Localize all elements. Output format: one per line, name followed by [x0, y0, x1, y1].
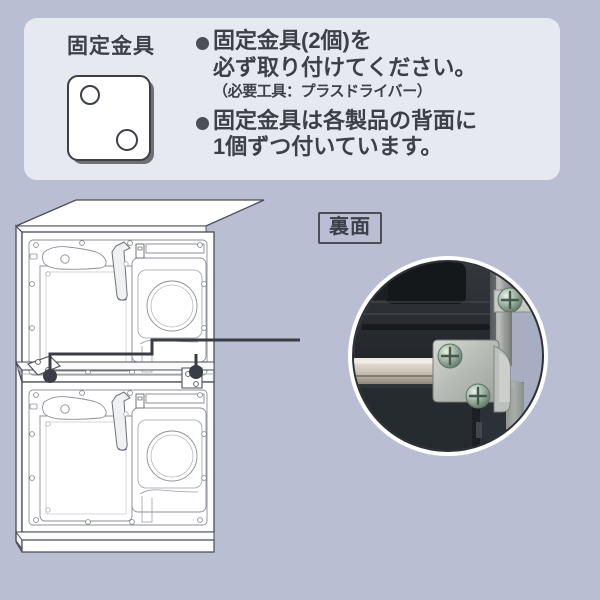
- detail-circle-inner-border: [352, 260, 544, 452]
- instruction-bullet-2: 固定金具は各製品の背面に 1個ずつ付いています。: [196, 108, 554, 162]
- info-panel: 固定金具 固定金具(2個)を 必ず取り付けてください。 （必要工具：プラスドライ…: [24, 18, 560, 180]
- rear-view-label: 裏面: [329, 216, 371, 238]
- bracket-label: 固定金具: [67, 35, 155, 58]
- bullet-2-line-2: 1個ずつ付いています。: [213, 134, 443, 160]
- bullet-1-line-2: 必ず取り付けてください。: [213, 54, 477, 80]
- mounting-bracket-icon: [67, 75, 154, 164]
- bullet-1-note: （必要工具：プラスドライバー）: [213, 82, 432, 100]
- bullet-dot-icon: [196, 116, 209, 130]
- bracket-installation-photo: [354, 262, 542, 450]
- rear-view-label-box: 裏面: [318, 212, 382, 244]
- callout-leader-lines: [43, 338, 300, 383]
- bottom-unit-rear-face: [21, 381, 215, 533]
- bracket-screws: [437, 287, 533, 409]
- bullet-1-line-1: 固定金具(2個)を: [213, 28, 372, 53]
- instruction-bullet-1: 固定金具(2個)を 必ず取り付けてください。 （必要工具：プラスドライバー）: [196, 28, 554, 101]
- bullet-dot-icon: [196, 37, 209, 50]
- bracket-illustration-column: 固定金具: [36, 24, 186, 174]
- appliance-rear-line-art: [14, 199, 300, 553]
- callout-dot-right: [189, 365, 203, 379]
- detail-callout-circle: [348, 256, 548, 456]
- callout-dot-left: [43, 369, 57, 383]
- bullet-2-line-1: 固定金具は各製品の背面に: [213, 107, 478, 133]
- instruction-text-column: 固定金具(2個)を 必ず取り付けてください。 （必要工具：プラスドライバー） 固…: [196, 28, 554, 161]
- stacked-appliance-diagram: [0, 186, 600, 586]
